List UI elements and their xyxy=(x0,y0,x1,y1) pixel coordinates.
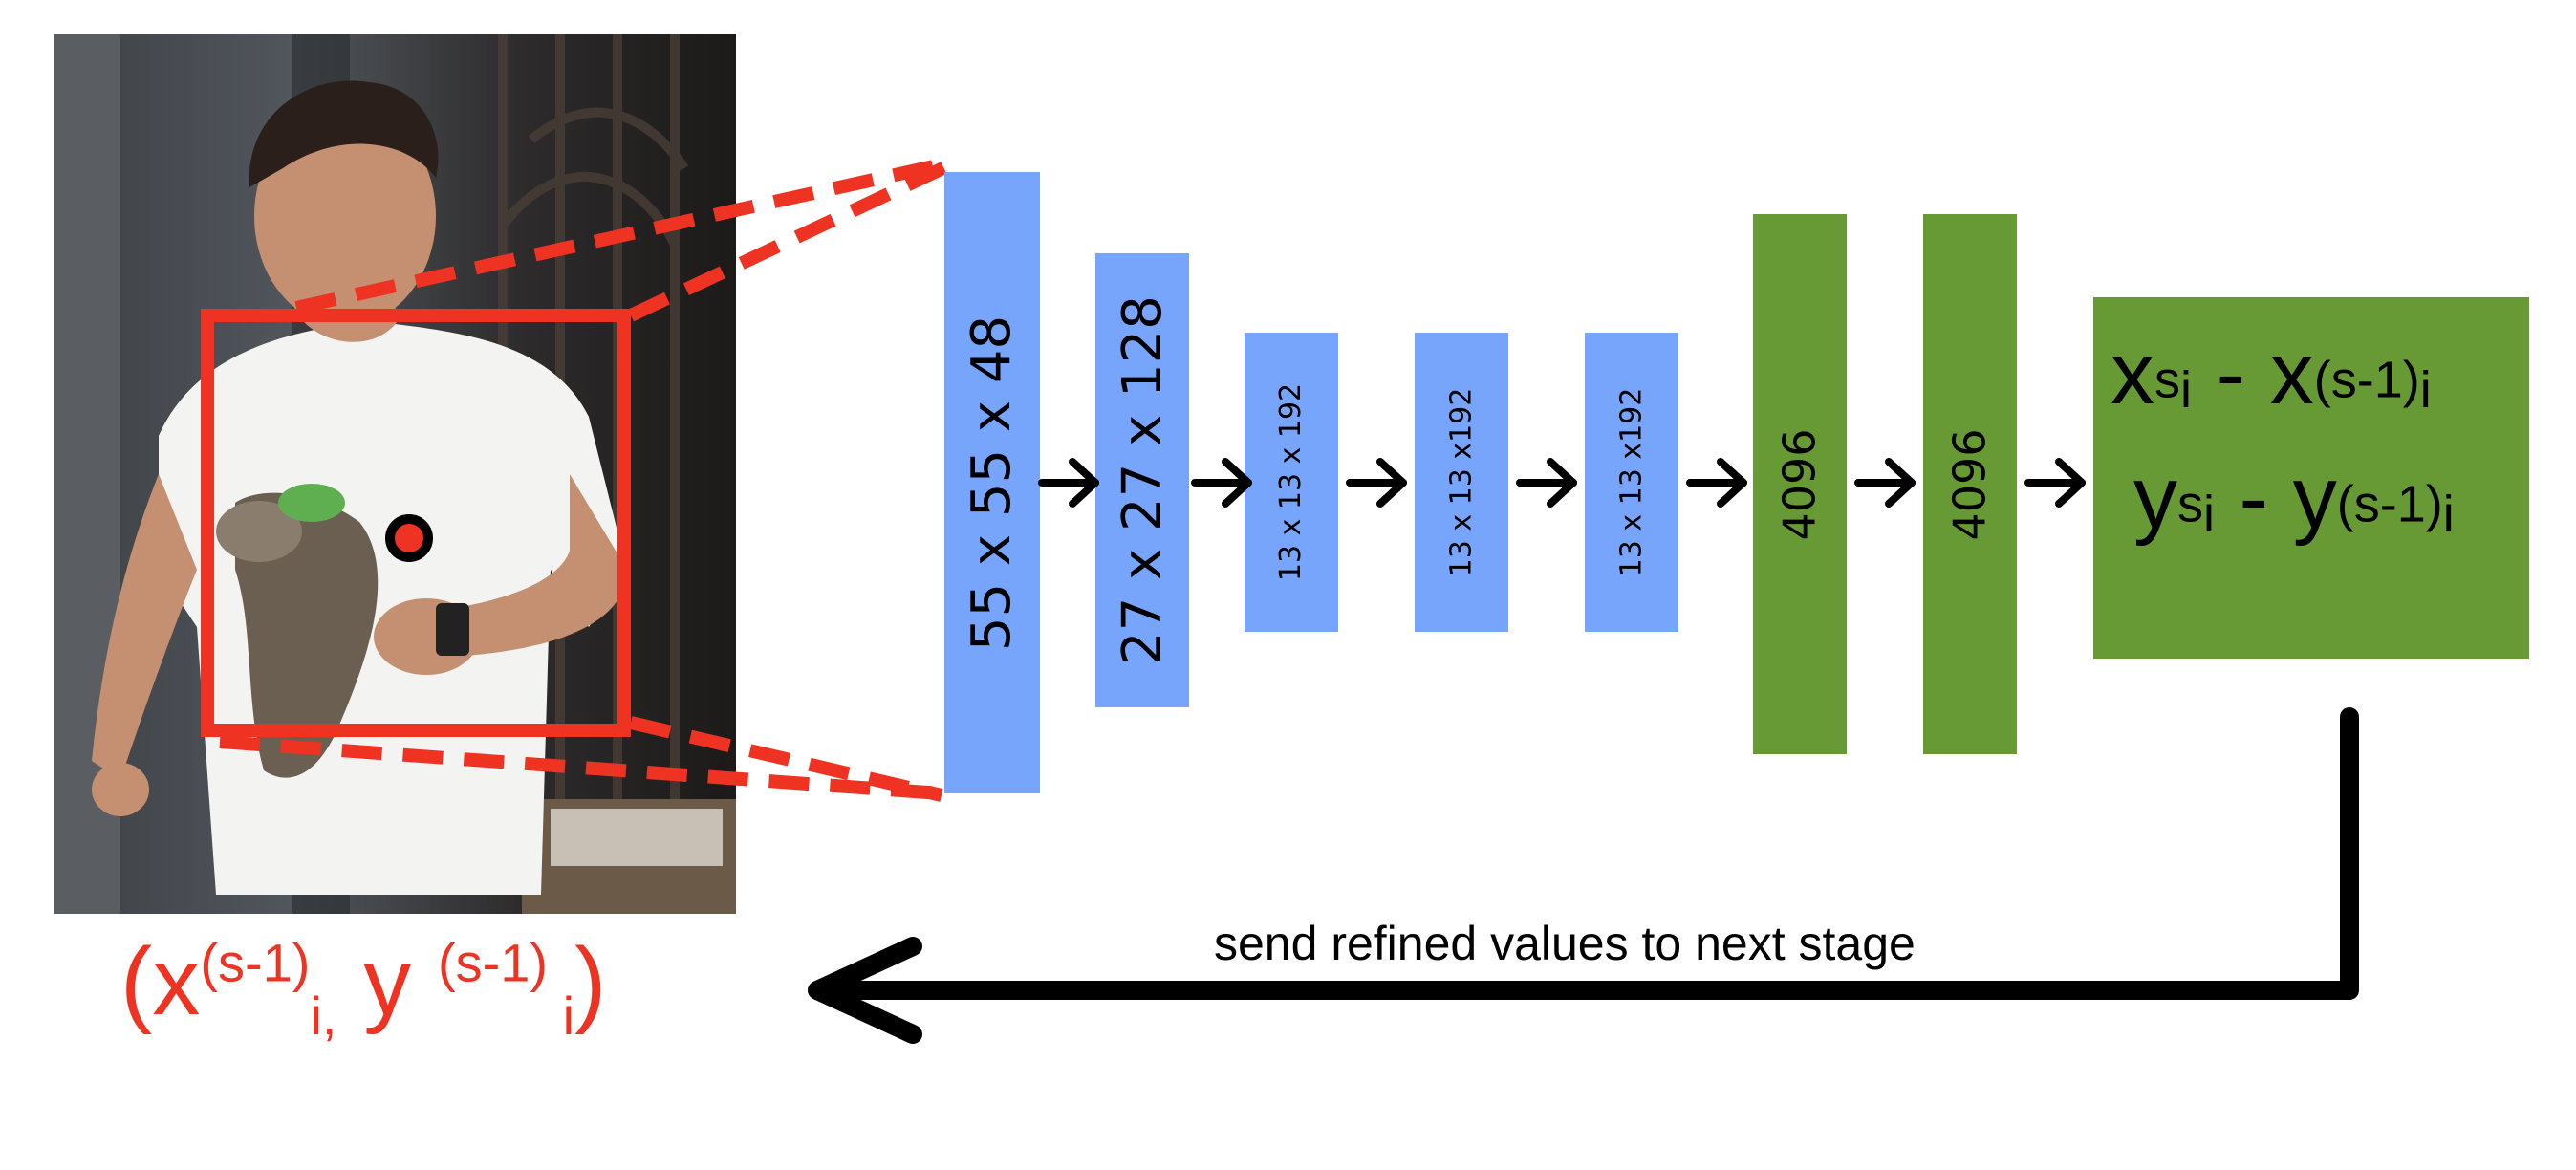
output-y-prev-var: y xyxy=(2292,449,2337,547)
arrow-2-to-3 xyxy=(1191,458,1252,508)
caption-close-paren: ) xyxy=(574,928,607,1035)
output-x-prev-sup: (s-1) xyxy=(2313,351,2420,409)
caption-x-sub: i, xyxy=(310,986,337,1046)
caption-y-var: y xyxy=(336,928,438,1035)
output-x-prev-sub: i xyxy=(2419,361,2432,420)
output-x-sup: s xyxy=(2154,351,2180,409)
output-x-var: x xyxy=(2111,325,2154,422)
fc-layer-2: 4096 xyxy=(1923,214,2017,754)
conv-layer-1: 55 x 55 x 48 xyxy=(944,172,1040,793)
zoom-lines xyxy=(219,156,954,802)
output-x-op: - xyxy=(2192,325,2270,422)
output-box: xsi - x(s-1)i ysi - y(s-1)i xyxy=(2093,297,2529,659)
keypoint-estimate xyxy=(385,514,433,562)
fc-layer-1: 4096 xyxy=(1753,214,1847,754)
output-y-var: y xyxy=(2133,449,2177,547)
output-x-prev-var: x xyxy=(2269,325,2314,422)
conv-layer-3: 13 x 13 x 192 xyxy=(1245,333,1338,632)
crop-bounding-box xyxy=(201,309,631,737)
arrow-1-to-2 xyxy=(1038,458,1099,508)
caption-y-sup: (s-1) xyxy=(437,932,549,993)
input-photo xyxy=(54,34,736,914)
arrow-3-to-4 xyxy=(1346,458,1407,508)
conv-layer-5: 13 x 13 x192 xyxy=(1585,333,1678,632)
conv-layer-2: 27 x 27 x 128 xyxy=(1095,253,1189,707)
feedback-arrow-line xyxy=(812,707,2359,1000)
output-x-sub: i xyxy=(2180,361,2192,420)
output-y-op: - xyxy=(2215,449,2293,547)
output-y-sub: i xyxy=(2203,486,2215,544)
output-line-y: ysi - y(s-1)i xyxy=(2133,448,2455,549)
output-y-prev-sub: i xyxy=(2442,486,2455,544)
caption-x-var: x xyxy=(152,928,201,1035)
arrow-4-to-5 xyxy=(1516,458,1577,508)
output-y-prev-sup: (s-1) xyxy=(2336,475,2443,533)
arrow-5-to-6 xyxy=(1686,458,1747,508)
caption-x-sup: (s-1) xyxy=(200,932,311,993)
output-line-x: xsi - x(s-1)i xyxy=(2111,324,2432,424)
caption-open-paren: ( xyxy=(120,928,153,1035)
input-coordinate-caption: (x(s-1)i, y (s-1) i) xyxy=(120,927,606,1047)
feedback-label: send refined values to next stage xyxy=(1214,917,1916,970)
arrow-7-to-output xyxy=(2024,458,2086,508)
conv-layer-4: 13 x 13 x192 xyxy=(1415,333,1508,632)
feedback-arrow-head xyxy=(808,937,922,1044)
photo-illustration xyxy=(54,34,736,914)
caption-y-sub: i xyxy=(548,986,575,1046)
output-y-sup: s xyxy=(2177,475,2203,533)
arrow-6-to-7 xyxy=(1854,458,1916,508)
